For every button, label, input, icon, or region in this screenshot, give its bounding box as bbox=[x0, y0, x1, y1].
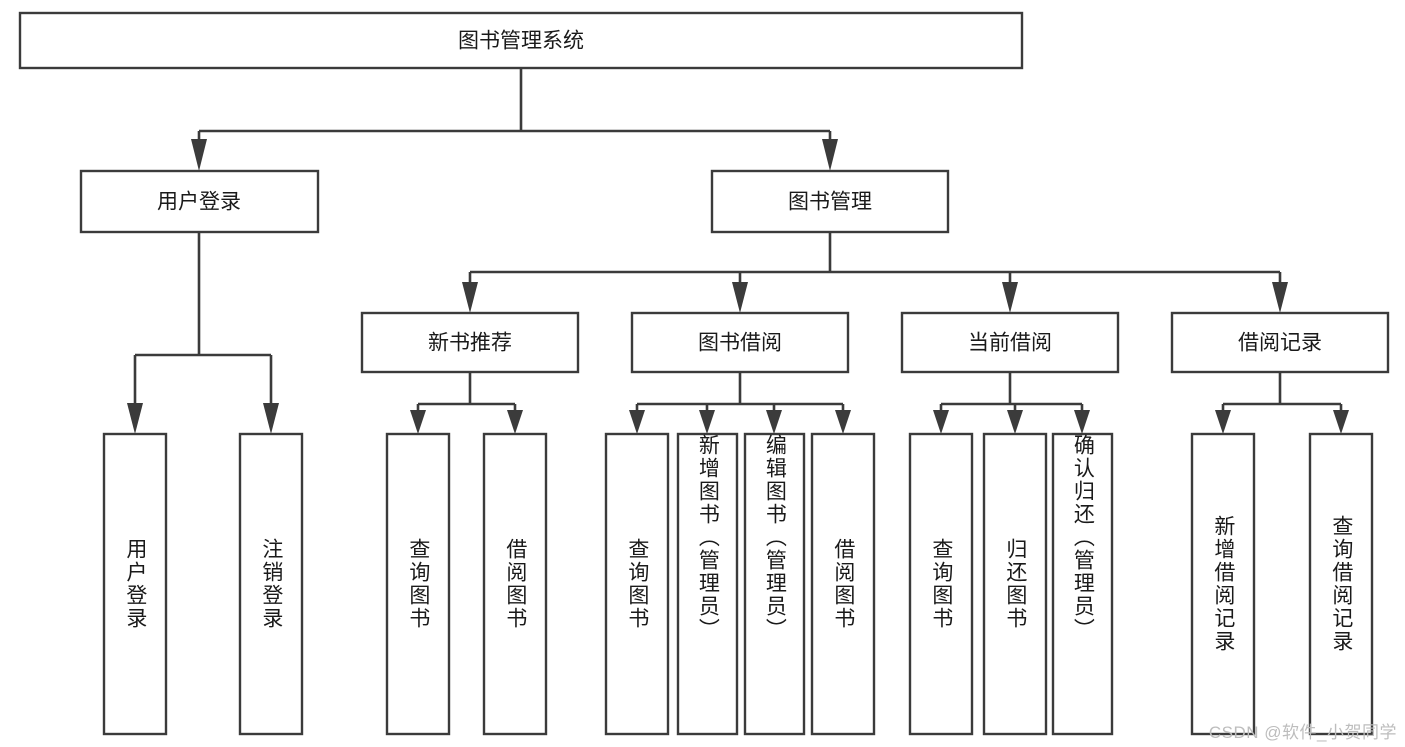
arrowhead-leaf-borrow-book-1 bbox=[507, 410, 523, 434]
leaf-user-logout-box[interactable] bbox=[238, 432, 304, 736]
leaf-borrow-book-1-box[interactable] bbox=[482, 432, 548, 736]
leaf-edit-book-box[interactable] bbox=[743, 432, 806, 736]
arrowhead-borrow-record bbox=[1272, 282, 1288, 313]
arrowhead-new-book-recommend bbox=[462, 282, 478, 313]
leaf-add-book-box[interactable] bbox=[676, 432, 739, 736]
node-root-label: 图书管理系统 bbox=[458, 30, 584, 53]
node-book-borrow-box[interactable] bbox=[630, 311, 850, 374]
node-new-book-recommend[interactable]: 新书推荐 bbox=[360, 311, 580, 374]
connector-group-user-login-to-leaves bbox=[127, 232, 279, 434]
arrowhead-leaf-query-book-3 bbox=[933, 410, 949, 434]
node-book-manage[interactable]: 图书管理 bbox=[710, 169, 950, 234]
node-book-borrow[interactable]: 图书借阅 bbox=[630, 311, 850, 374]
arrowhead-leaf-add-record bbox=[1215, 410, 1231, 434]
connector-group-current-borrow-to-leaves bbox=[933, 372, 1090, 434]
node-root[interactable]: 图书管理系统 bbox=[18, 11, 1024, 70]
node-root-box[interactable] bbox=[18, 11, 1024, 70]
connector-group-book-borrow-to-leaves bbox=[629, 372, 851, 434]
leaf-add-record-box[interactable] bbox=[1190, 432, 1256, 736]
arrowhead-leaf-add-book bbox=[699, 410, 715, 434]
arrowhead-leaf-query-book-1 bbox=[410, 410, 426, 434]
node-borrow-record[interactable]: 借阅记录 bbox=[1170, 311, 1390, 374]
connector-group-book-manage-to-level3 bbox=[462, 232, 1288, 313]
node-current-borrow[interactable]: 当前借阅 bbox=[900, 311, 1120, 374]
connector-group-new-book-recommend-to-leaves bbox=[410, 372, 523, 434]
node-user-login-label: 用户登录 bbox=[157, 191, 241, 214]
leaf-boxes bbox=[102, 432, 1374, 736]
node-current-borrow-label: 当前借阅 bbox=[968, 332, 1052, 355]
node-new-book-recommend-label: 新书推荐 bbox=[428, 332, 512, 355]
arrowhead-leaf-edit-book bbox=[766, 410, 782, 434]
connector-group-root-to-level2 bbox=[191, 68, 838, 171]
node-user-login-box[interactable] bbox=[79, 169, 320, 234]
arrowhead-book-manage bbox=[822, 139, 838, 171]
arrowhead-book-borrow bbox=[732, 282, 748, 313]
node-book-borrow-label: 图书借阅 bbox=[698, 332, 782, 355]
leaf-query-book-1-box[interactable] bbox=[385, 432, 451, 736]
arrowhead-current-borrow bbox=[1002, 282, 1018, 313]
connector-group-borrow-record-to-leaves bbox=[1215, 372, 1349, 434]
arrowhead-leaf-confirm-return bbox=[1074, 410, 1090, 434]
node-book-manage-box[interactable] bbox=[710, 169, 950, 234]
arrowhead-leaf-user-logout bbox=[263, 403, 279, 434]
leaf-query-book-2-box[interactable] bbox=[604, 432, 670, 736]
arrowhead-leaf-borrow-book-2 bbox=[835, 410, 851, 434]
node-borrow-record-label: 借阅记录 bbox=[1238, 332, 1322, 355]
leaf-confirm-return-box[interactable] bbox=[1051, 432, 1114, 736]
arrowhead-user-login bbox=[191, 139, 207, 171]
node-new-book-recommend-box[interactable] bbox=[360, 311, 580, 374]
leaf-borrow-book-2-box[interactable] bbox=[810, 432, 876, 736]
node-book-manage-label: 图书管理 bbox=[788, 191, 872, 214]
leaf-user-login-box[interactable] bbox=[102, 432, 168, 736]
leaf-return-book-box[interactable] bbox=[982, 432, 1048, 736]
node-user-login[interactable]: 用户登录 bbox=[79, 169, 320, 234]
node-current-borrow-box[interactable] bbox=[900, 311, 1120, 374]
watermark-text: CSDN @软件_小贺同学 bbox=[1208, 723, 1397, 742]
leaf-query-book-3-box[interactable] bbox=[908, 432, 974, 736]
arrowhead-leaf-query-book-2 bbox=[629, 410, 645, 434]
node-borrow-record-box[interactable] bbox=[1170, 311, 1390, 374]
arrowhead-leaf-user-login bbox=[127, 403, 143, 434]
arrowhead-leaf-query-record bbox=[1333, 410, 1349, 434]
arrowhead-leaf-return-book bbox=[1007, 410, 1023, 434]
leaf-query-record-box[interactable] bbox=[1308, 432, 1374, 736]
